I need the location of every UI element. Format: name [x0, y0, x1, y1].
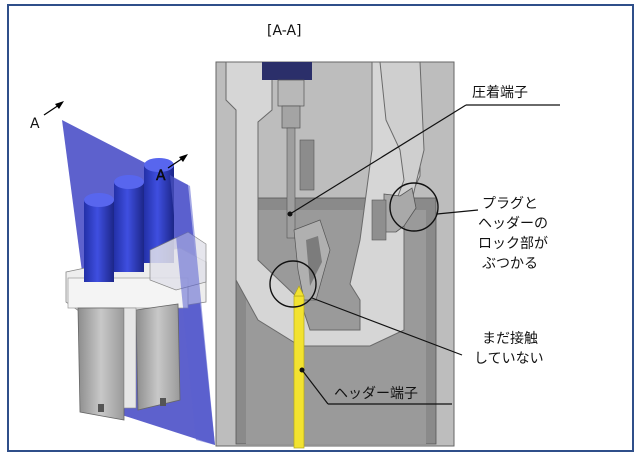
plug-housing: [225, 61, 421, 347]
callout-crimp-terminal: 圧着端子: [472, 85, 528, 101]
wire-cylinder-2-top: [114, 175, 144, 189]
foot-left: [98, 404, 104, 412]
metal-body-right: [135, 303, 181, 411]
cross-section-view: [215, 61, 455, 449]
leader-lines: [287, 104, 560, 405]
section-plane-edge: [170, 175, 215, 445]
callout-lock-collision: プラグと ヘッダーの ロック部が ぶつかる: [478, 196, 548, 272]
wire-cylinder-3-top: [144, 158, 174, 172]
section-title: [A-A]: [267, 23, 302, 39]
contact-spring-inner: [306, 236, 322, 286]
wire-cylinder-1: [84, 200, 114, 282]
callout-no-contact-line-1: まだ接触: [482, 330, 538, 347]
callout-no-contact-line-2: していない: [474, 351, 544, 367]
metal-body-gap: [123, 307, 137, 409]
foot-right: [160, 398, 166, 406]
callout-lock-collision-line-3: ロック部が: [478, 236, 548, 252]
callout-no-contact: まだ接触 していない: [474, 330, 544, 367]
terminal-rib: [299, 139, 315, 191]
wire-cylinder-1-top: [84, 193, 114, 207]
axis-marker-right: A: [156, 168, 166, 184]
callout-lock-collision-line-1: プラグと: [482, 196, 538, 212]
arrow-right-head: [179, 154, 188, 162]
header-pin-tip: [293, 285, 305, 297]
header-lock-slot: [371, 199, 387, 241]
wire-cap: [262, 62, 312, 80]
crimp-barrel: [277, 79, 305, 107]
leader-header-terminal-dot: [299, 367, 305, 373]
terminal-shaft: [286, 127, 296, 239]
leader-header-terminal: [301, 369, 329, 405]
wire-cylinder-2: [114, 182, 144, 272]
connector-3d-view: A A: [30, 101, 215, 445]
leader-crimp-terminal-dot: [287, 211, 293, 217]
callout-lock-collision-line-2: ヘッダーの: [478, 216, 548, 232]
leader-no-contact: [311, 297, 463, 356]
callout-header-terminal: ヘッダー端子: [334, 386, 418, 402]
leader-lock-collision: [436, 209, 479, 215]
callout-lock-collision-line-4: ぶつかる: [482, 256, 538, 272]
axis-marker-left: A: [30, 116, 40, 132]
leader-crimp-terminal: [289, 104, 467, 215]
no-contact-circle: [269, 260, 317, 308]
arrow-left-head: [55, 101, 64, 109]
wire-cylinders: [84, 158, 174, 282]
metal-body-left: [77, 307, 125, 421]
crimp-neck: [281, 105, 301, 129]
lock-collision-circle: [389, 182, 439, 232]
